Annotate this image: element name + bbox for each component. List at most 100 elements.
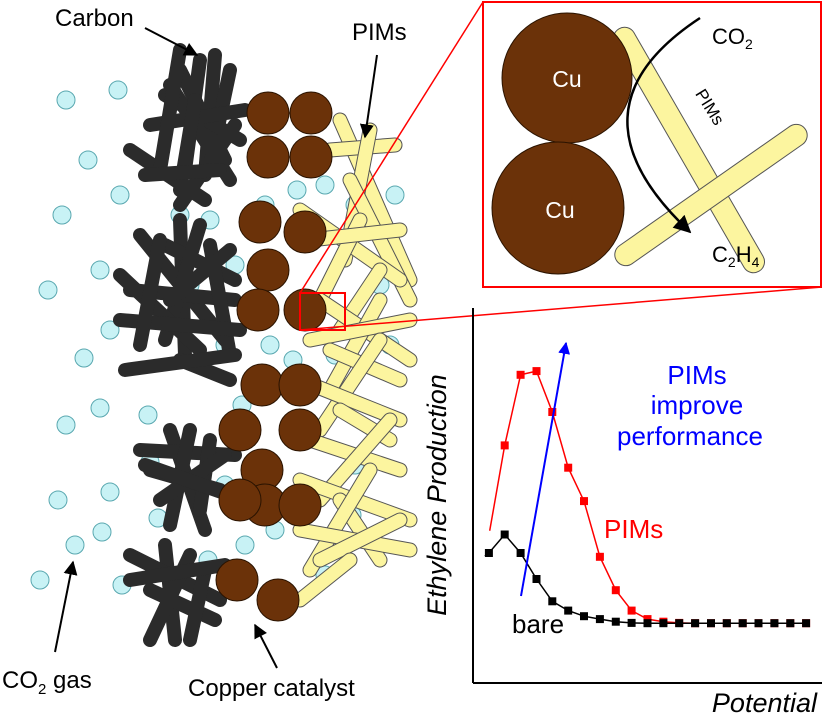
annotation-line-1: PIMs (667, 360, 726, 390)
improve-arrow (520, 341, 571, 597)
reaction-arrow (626, 16, 701, 234)
copper-particle (278, 363, 322, 407)
bare-point (770, 619, 779, 628)
copper-particle (278, 483, 322, 527)
pims-arrow (359, 54, 378, 139)
inset-cu-bottom-label: Cu (545, 197, 574, 223)
copper-particle (289, 135, 333, 179)
copper-layer (215, 91, 333, 622)
bare-point (564, 606, 573, 615)
co2-bubble (48, 490, 68, 510)
annotation-line-3: performance (617, 421, 763, 451)
copper-catalyst-arrow (254, 623, 278, 669)
pims-point (627, 606, 636, 615)
co2-gas-label: CO2 gas (2, 667, 92, 698)
co2-bubble (90, 398, 110, 418)
series-layer (484, 367, 811, 628)
co2-bubble (74, 348, 94, 368)
pims-point (643, 615, 652, 624)
carbon-rod (138, 458, 237, 502)
pims-point (500, 441, 509, 450)
carbon-rod (113, 268, 207, 357)
carbon-rod (123, 558, 232, 587)
carbon-rod (133, 233, 167, 352)
copper-particle (238, 200, 282, 244)
co2-bubble (108, 80, 128, 100)
pims-rod (313, 333, 387, 437)
co2-bubble (30, 570, 50, 590)
co2-bubble (56, 90, 76, 110)
bare-point (691, 619, 700, 628)
bare-point (722, 619, 731, 628)
pims-point (532, 367, 541, 376)
carbon-rod (138, 163, 227, 182)
pims-point (580, 497, 588, 506)
copper-particle (283, 288, 327, 332)
bare-point (611, 617, 620, 626)
co2-bubble (38, 280, 58, 300)
bare-point (548, 597, 557, 606)
copper-particle (215, 558, 259, 602)
pims-rod (303, 313, 417, 347)
bare-point (595, 615, 604, 624)
zoom-box (299, 292, 346, 331)
reactant-label: CO2 (712, 24, 753, 52)
co2-bubble (100, 482, 120, 502)
carbon-rod (153, 43, 187, 177)
copper-particle (236, 288, 280, 332)
bare-point (738, 619, 747, 628)
copper-particle (246, 248, 290, 292)
co2-bubble (78, 150, 98, 170)
pims-series-line (488, 370, 807, 624)
carbon-rod (163, 243, 237, 307)
carbon-label: Carbon (55, 5, 134, 32)
co2-bubble (90, 260, 110, 280)
carbon-layer (113, 43, 252, 647)
copper-particle (240, 363, 284, 407)
copper-particle (256, 578, 300, 622)
carbon-rod (158, 238, 242, 287)
copper-particle (246, 135, 290, 179)
pims-point (595, 552, 604, 561)
bare-point (643, 619, 652, 628)
co2-bubble (65, 535, 85, 555)
bare-point (659, 619, 668, 628)
co2-bubble (110, 185, 130, 205)
bare-point (707, 619, 715, 628)
copper-particle (289, 91, 333, 135)
pims-series-label: PIMs (604, 514, 663, 544)
bare-point (627, 618, 636, 627)
bare-point (500, 530, 509, 539)
bare-point (516, 549, 525, 557)
pims-label: PIMs (352, 19, 407, 46)
bare-series-line (484, 533, 807, 624)
co2-bubble (92, 522, 112, 542)
inset-pims-rod-1 (613, 26, 765, 274)
co2-bubble (260, 335, 280, 355)
y-axis-label: Ethylene Production (422, 374, 452, 616)
copper-particle (246, 91, 290, 135)
bare-point (802, 619, 811, 628)
inset-cu-top-label: Cu (552, 66, 581, 92)
bare-point (754, 619, 763, 628)
pims-rod (313, 513, 407, 567)
bare-point (580, 612, 588, 621)
inset-pims-rod-2 (614, 123, 808, 267)
co2-bubble (315, 175, 335, 195)
carbon-rod (183, 563, 212, 647)
x-axis-label: Potential (712, 688, 818, 717)
zoom-connector-top (299, 1, 484, 294)
bare-series-label: bare (512, 609, 564, 639)
pims-point (516, 370, 525, 379)
carbon-arrow (144, 27, 199, 56)
co2-bubble (56, 415, 76, 435)
co2-bubble (287, 180, 307, 200)
inset-cu-bottom (491, 141, 625, 275)
bare-point (675, 619, 684, 628)
bare-point (532, 575, 541, 583)
copper-particle (278, 408, 322, 452)
chart: PIMs improve performance PIMs bare Ethyl… (422, 308, 822, 717)
zoom-connector-bottom (299, 286, 823, 331)
